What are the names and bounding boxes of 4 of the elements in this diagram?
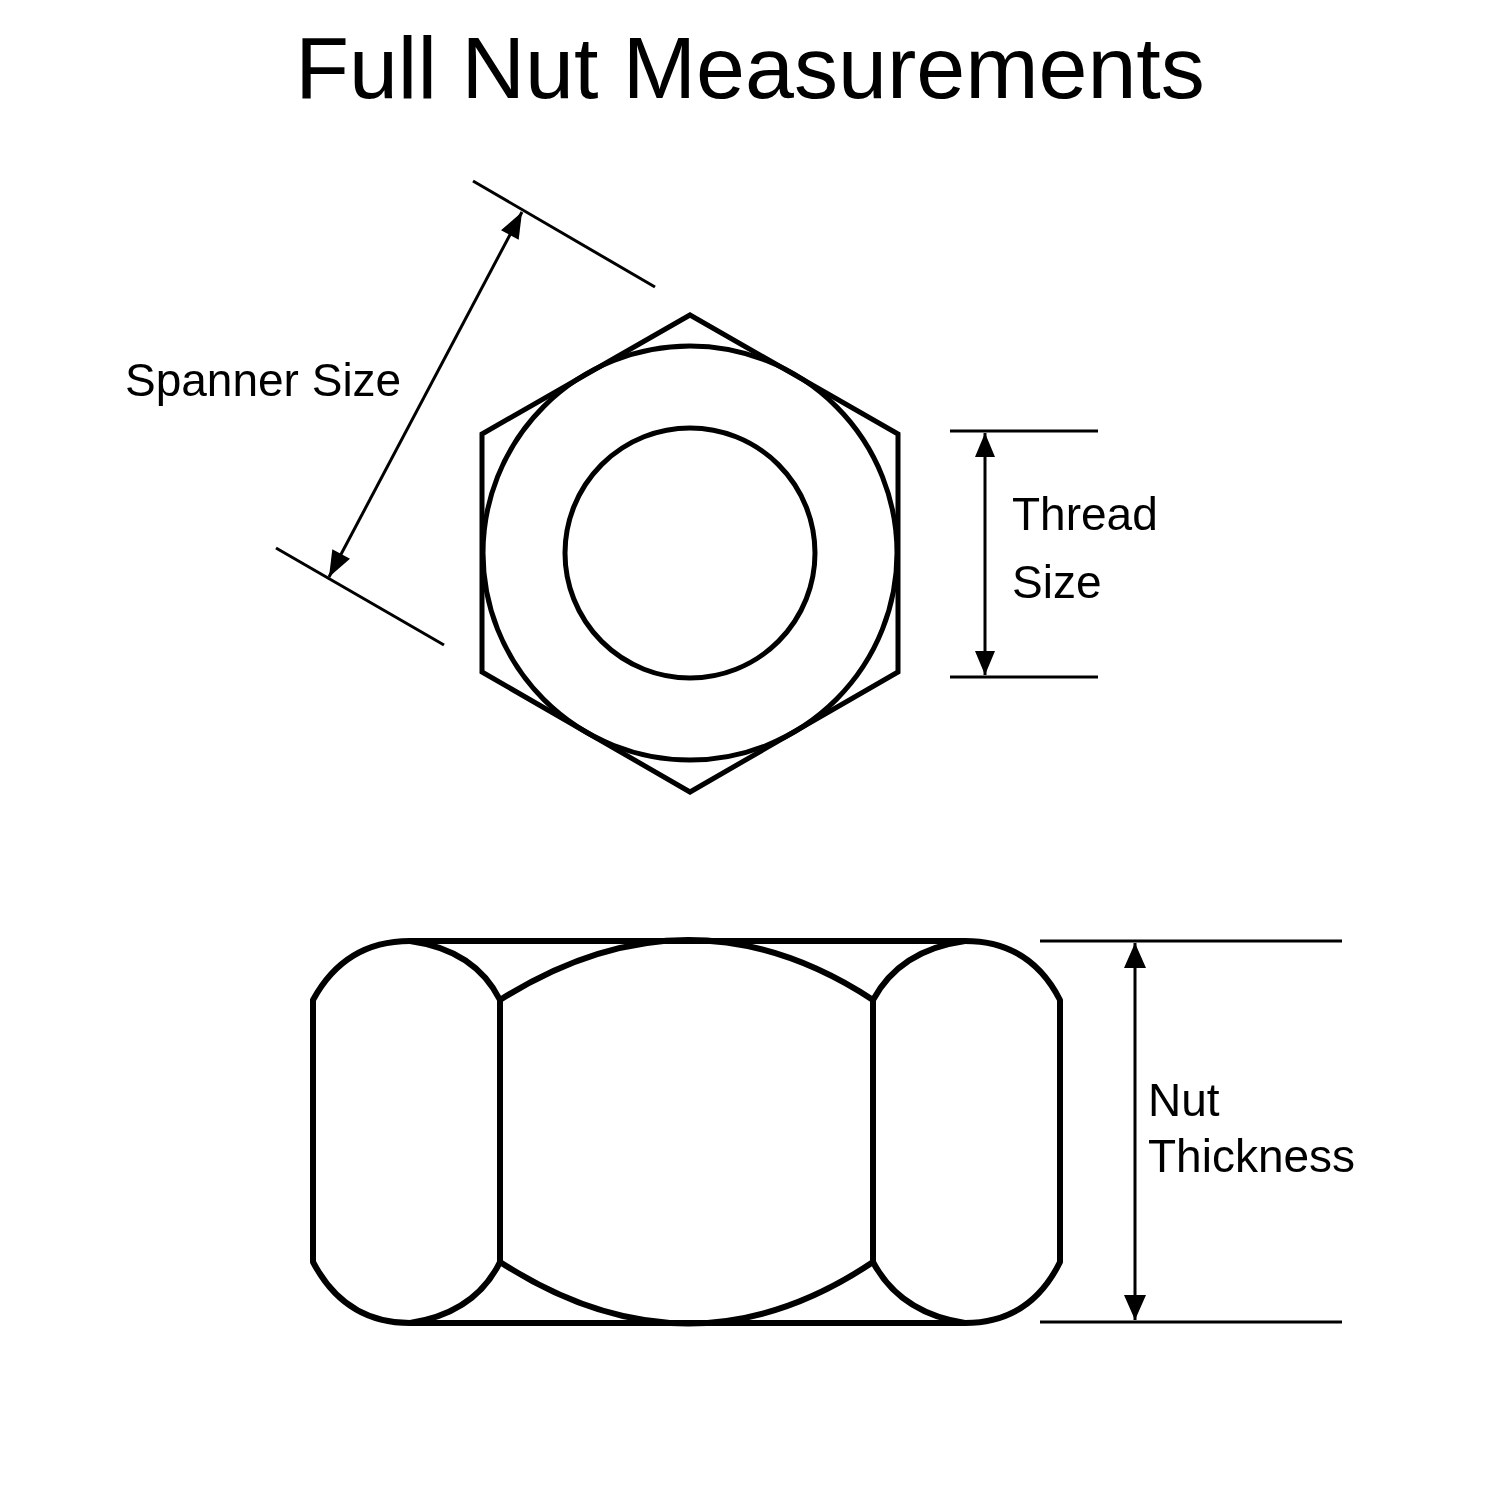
dimension-label: Spanner Size: [125, 353, 403, 408]
diagram-title: Full Nut Measurements: [294, 18, 1206, 118]
dimension-label: Nut Thickness: [1148, 1073, 1357, 1184]
dimension-label: Thread Size: [1012, 487, 1159, 610]
